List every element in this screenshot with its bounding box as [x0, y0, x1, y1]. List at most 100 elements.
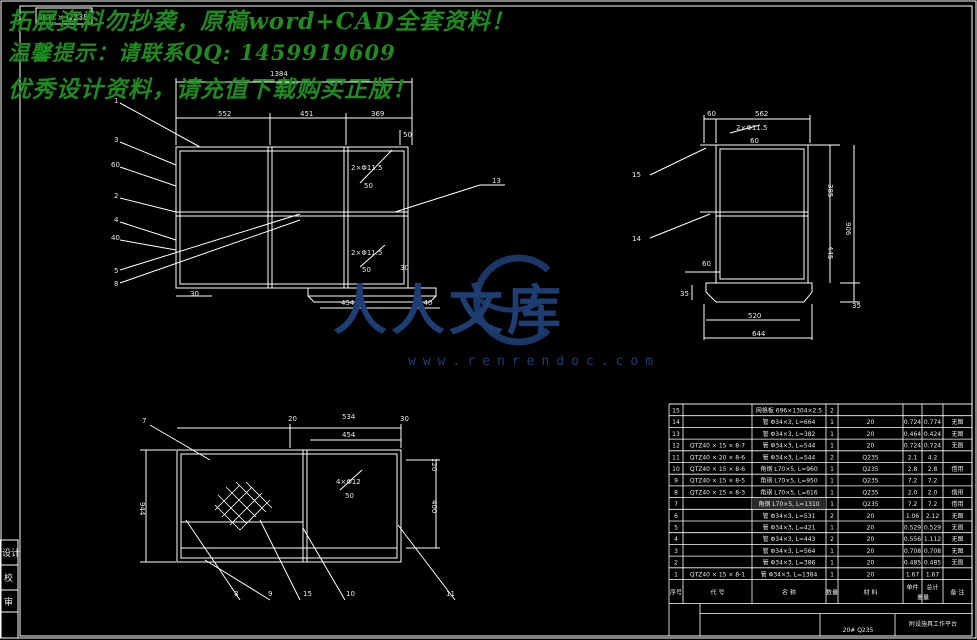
bom-cell-name: 管 Φ34×3, L=544 [763, 453, 816, 461]
hole-callout-front: 2×Φ11.5 [351, 164, 382, 172]
plan-dim-120: 120 [430, 458, 438, 471]
bom-cell-unit: 0.724 [904, 419, 921, 426]
hole-depth-plan: 50 [345, 492, 354, 500]
bom-cell-unit: 1.06 [906, 513, 920, 520]
bom-cell-total: 2.0 [928, 489, 938, 496]
note-box [35, 7, 93, 25]
bom-cell-qty: 2 [830, 408, 834, 415]
bom-cell-unit: 7.2 [908, 501, 918, 508]
hole-depth-side: 60 [750, 137, 759, 145]
title-material: 20# Q235 [843, 627, 874, 634]
bom-cell-no: 3 [674, 548, 678, 555]
balloon-14-side: 14 [632, 235, 641, 243]
side-dim-60b: 60 [702, 260, 711, 268]
side-dim-906: 906 [844, 222, 852, 236]
bom-cell-mat: 20 [867, 525, 875, 532]
bom-cell-name: 管 Φ34×3, L=544 [763, 442, 816, 450]
bom-cell-unit: 0.708 [904, 548, 921, 555]
bom-cell-mat: Q235 [862, 454, 878, 461]
bom-cell-unit: 0.556 [904, 536, 921, 543]
bom-cell-total: 0.529 [924, 525, 941, 532]
bom-cell-note: 无图 [951, 419, 963, 426]
bom-table-grid [668, 403, 973, 636]
bom-cell-qty: 1 [830, 419, 834, 426]
bom-cell-no: 6 [674, 513, 678, 520]
bom-header-unit: 单件 [906, 584, 918, 592]
dim-369: 369 [371, 110, 384, 118]
stamp-design: 设计 [2, 547, 20, 559]
side-dim-445: 445 [826, 246, 834, 259]
bom-cell-note: 无图 [951, 560, 963, 567]
dim-50: 50 [403, 131, 412, 139]
bom-cell-total: 0.774 [924, 419, 941, 426]
dim-451: 451 [300, 110, 313, 118]
plan-dim-20: 20 [288, 415, 297, 423]
bom-cell-name: 角钢 L70×5, L=960 [760, 465, 818, 473]
plan-view [140, 424, 456, 601]
plan-view-labels: 20 534 30 454 120 400 944 4×Φ12 50 7 8 9… [138, 413, 455, 598]
balloon-7: 7 [142, 417, 146, 425]
bom-cell-qty: 1 [830, 525, 834, 532]
balloon-15-plan: 15 [303, 590, 312, 598]
bom-cell-mat: Q235 [862, 501, 878, 508]
bom-cell-qty: 1 [830, 443, 834, 450]
plan-dim-30: 30 [400, 415, 409, 423]
bom-cell-total: 0.708 [924, 548, 941, 555]
hole-depth-front: 50 [364, 182, 373, 190]
watermark-line-1: 拓展资料勿抄袭，原稿word+CAD全套资料！ [8, 8, 515, 35]
bom-cell-qty: 2 [830, 536, 834, 543]
bom-cell-note: 借用 [951, 488, 963, 496]
balloon-8: 8 [114, 280, 118, 288]
plan-dim-400: 400 [430, 500, 438, 513]
bom-cell-name: 管 Φ34×3, L=382 [763, 430, 816, 438]
bom-cell-note: 借用 [951, 500, 963, 508]
bom-cell-mat: 20 [867, 571, 875, 578]
side-view [649, 115, 860, 340]
dim-30b: 30 [400, 264, 409, 272]
stamp-review: 审 [4, 596, 13, 608]
hole-callout-side: 2×Φ11.5 [736, 124, 767, 132]
bom-cell-unit: 0.529 [904, 525, 921, 532]
balloon-3: 3 [114, 136, 118, 144]
bom-cell-unit: 2.8 [908, 466, 918, 473]
bom-cell-total: 4.2 [928, 454, 938, 461]
balloon-60: 60 [111, 161, 120, 169]
bom-cell-mat: 20 [867, 431, 875, 438]
bom-cell-unit: 1.67 [906, 571, 920, 578]
bom-cell-no: 4 [674, 536, 678, 543]
bom-cell-unit: 2.0 [908, 489, 918, 496]
bom-cell-name: 角钢 L70×5, L=616 [760, 488, 818, 496]
plan-dim-534: 534 [342, 413, 356, 421]
bom-cell-qty: 1 [830, 571, 834, 578]
bom-cell-note: 无图 [951, 548, 963, 555]
side-view-labels: 60 562 385 906 445 60 35 520 644 35 2×Φ1… [632, 110, 861, 338]
bom-cell-no: 8 [674, 489, 678, 496]
bom-cell-name: 管 Φ34×3, L=531 [763, 512, 816, 520]
logo-swirl [473, 254, 551, 346]
bom-cell-qty: 1 [830, 489, 834, 496]
bom-header-weight: 重量 [917, 594, 929, 602]
bom-cell-qty: 1 [830, 478, 834, 485]
bom-cell-note: 无图 [951, 525, 963, 532]
bom-cell-code: QTZ40 × 15 × 8-3 [690, 489, 745, 496]
bom-cell-code: QTZ40 × 15 × 8-6 [690, 466, 745, 473]
bom-cell-total: 2.8 [928, 466, 938, 473]
bom-cell-mat: Q235 [862, 489, 878, 496]
hole-depth-front-2: 50 [362, 266, 371, 274]
balloon-40: 40 [111, 234, 120, 242]
note-box-text: 4-M × Q235 [40, 13, 88, 22]
stamp-check: 校 [4, 572, 13, 584]
bom-cell-no: 14 [672, 419, 680, 426]
bom-cell-name: 管 Φ34×3, L=443 [763, 535, 816, 543]
bom-cell-total: 2.12 [926, 513, 940, 520]
bom-cell-name: 管 Φ34×3, L=664 [763, 418, 816, 426]
bom-cell-no: 10 [672, 466, 680, 473]
bom-cell-total: 0.724 [924, 443, 941, 450]
left-stamp-column [0, 539, 19, 639]
bom-cell-no: 9 [674, 478, 678, 485]
side-dim-562: 562 [755, 110, 768, 118]
side-dim-35: 35 [680, 290, 689, 298]
